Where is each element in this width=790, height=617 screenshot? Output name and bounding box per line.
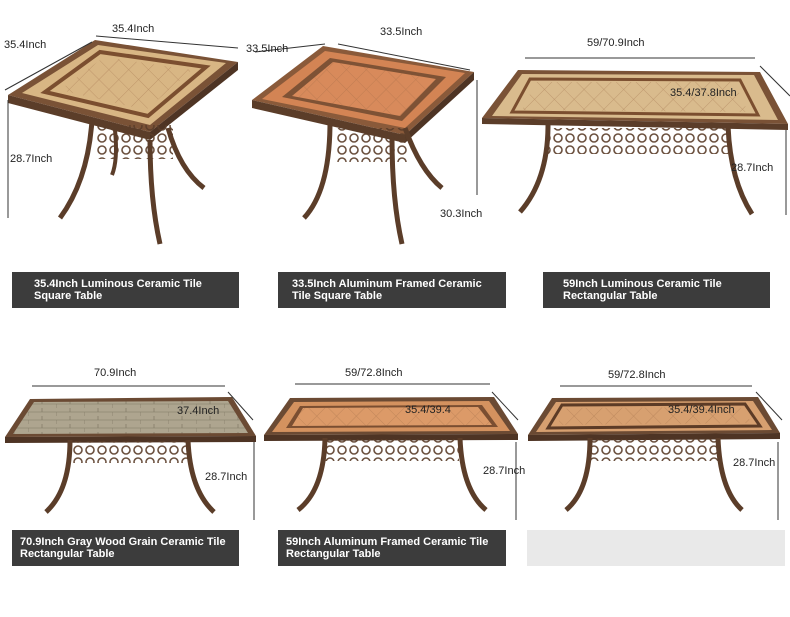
dimension-top-width: 35.4Inch (112, 23, 155, 35)
product-caption: 70.9Inch Gray Wood Grain Ceramic Tile Re… (12, 530, 239, 566)
product-caption-text: 35.4Inch Luminous Ceramic Tile Square Ta… (34, 278, 202, 302)
product-caption-text: 59Inch Aluminum Framed Ceramic Tile Rect… (286, 536, 489, 560)
rect-table-luminous-illustration (482, 57, 790, 216)
square-table-aluminum-framed-illustration (252, 43, 478, 245)
dimension-height: 28.7Inch (205, 471, 248, 483)
rect-table-aluminum-framed-illustration (264, 383, 519, 520)
table-leg (457, 437, 488, 512)
table-leg (389, 137, 405, 245)
table-leg (57, 119, 95, 220)
dimension-length: 59/72.8Inch (608, 369, 666, 381)
table-leg (564, 437, 593, 512)
dimension-height: 28.7Inch (10, 153, 53, 165)
dimension-width: 35.4/39.4 (405, 404, 451, 416)
product-caption-text: 59Inch Luminous Ceramic Tile Rectangular… (563, 278, 722, 302)
table-leg (44, 439, 73, 514)
dimension-width: 35.4/39.4Inch (668, 404, 735, 416)
dimension-length: 70.9Inch (94, 367, 137, 379)
dimension-length: 59/70.9Inch (587, 37, 645, 49)
product-caption: 59Inch Luminous Ceramic Tile Rectangular… (543, 272, 770, 308)
product-caption-text: 33.5Inch Aluminum Framed Ceramic Tile Sq… (292, 278, 482, 302)
product-caption: 59Inch Aluminum Framed Ceramic Tile Rect… (278, 530, 506, 566)
dimension-length: 59/72.8Inch (345, 367, 403, 379)
dimension-top-width: 33.5Inch (380, 26, 423, 38)
square-table-luminous-illustration (4, 35, 239, 245)
rect-table-framed-variant-illustration (528, 385, 783, 520)
table-leg (402, 127, 444, 190)
table-leg (715, 437, 744, 512)
product-caption-text: 70.9Inch Gray Wood Grain Ceramic Tile Re… (20, 536, 226, 560)
dimension-height: 28.7Inch (733, 457, 776, 469)
table-leg (725, 124, 755, 216)
tile-pattern (60, 57, 192, 110)
tile-border-inlay (40, 49, 211, 119)
rect-table-gray-wood-illustration (5, 385, 256, 520)
product-caption: 35.4Inch Luminous Ceramic Tile Square Ta… (12, 272, 239, 308)
product-caption: 33.5Inch Aluminum Framed Ceramic Tile Sq… (278, 272, 506, 308)
table-leg (185, 439, 216, 514)
table-leg (296, 437, 328, 512)
dimension-width: 35.4/37.8Inch (670, 87, 737, 99)
table-leg (165, 127, 206, 190)
apron-scrollwork (95, 125, 173, 159)
dimension-height: 30.3Inch (440, 208, 483, 220)
product-caption-faded (527, 530, 785, 566)
dimension-height: 28.7Inch (731, 162, 774, 174)
dimension-height: 28.7Inch (483, 465, 526, 477)
dimension-top-depth: 33.5Inch (246, 43, 289, 55)
table-leg (302, 121, 333, 220)
dimension-width: 37.4Inch (177, 405, 220, 417)
table-leg (147, 139, 163, 245)
dimension-top-depth: 35.4Inch (4, 39, 47, 51)
table-leg (518, 124, 551, 214)
